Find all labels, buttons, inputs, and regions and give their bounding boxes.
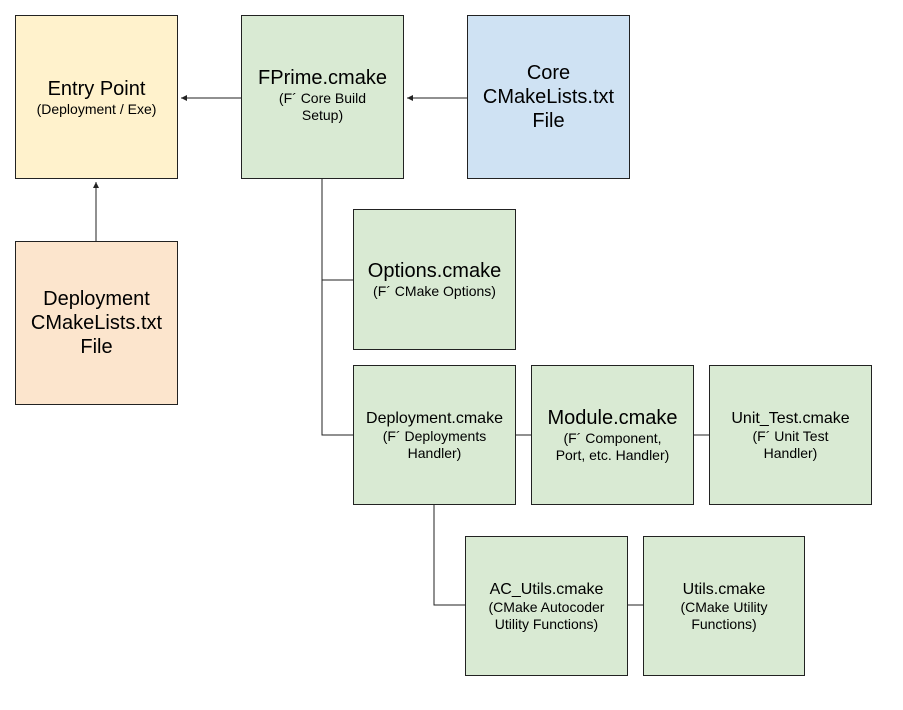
unit-test-cmake-subtitle: (F´ Unit Test Handler) [752, 427, 829, 461]
options-cmake-title: Options.cmake [367, 260, 502, 283]
deployment-cmake-box: Deployment.cmake (F´ Deployments Handler… [353, 365, 516, 505]
ac-utils-cmake-title: AC_Utils.cmake [489, 580, 604, 598]
utils-cmake-subtitle: (CMake Utility Functions) [680, 598, 768, 632]
fprime-cmake-title: FPrime.cmake [258, 67, 387, 89]
options-cmake-box: Options.cmake (F´ CMake Options) [353, 209, 516, 350]
line-deployment-to-acutils [433, 504, 465, 606]
entry-point-subtitle: (Deployment / Exe) [36, 100, 157, 117]
utils-cmake-box: Utils.cmake (CMake Utility Functions) [643, 536, 805, 676]
options-cmake-subtitle: (F´ CMake Options) [373, 283, 496, 300]
entry-point-box: Entry Point (Deployment / Exe) [15, 15, 178, 179]
module-cmake-title: Module.cmake [547, 407, 678, 430]
unit-test-cmake-title: Unit_Test.cmake [731, 409, 850, 427]
module-cmake-box: Module.cmake (F´ Component, Port, etc. H… [531, 365, 694, 505]
deployment-cmake-title: Deployment.cmake [366, 409, 503, 427]
ac-utils-cmake-subtitle: (CMake Autocoder Utility Functions) [488, 598, 605, 632]
deployment-cmakelists-box: Deployment CMakeLists.txt File [15, 241, 178, 405]
line-fprime-trunk [321, 178, 353, 436]
utils-cmake-title: Utils.cmake [682, 580, 766, 598]
ac-utils-cmake-box: AC_Utils.cmake (CMake Autocoder Utility … [465, 536, 628, 676]
fprime-cmake-box: FPrime.cmake (F´ Core Build Setup) [241, 15, 404, 179]
module-cmake-subtitle: (F´ Component, Port, etc. Handler) [555, 430, 670, 463]
deployment-cmake-subtitle: (F´ Deployments Handler) [382, 427, 487, 461]
entry-point-title: Entry Point [47, 77, 146, 100]
core-cmakelists-title: Core CMakeLists.txt File [482, 62, 615, 132]
core-cmakelists-box: Core CMakeLists.txt File [467, 15, 630, 179]
fprime-cmake-subtitle: (F´ Core Build Setup) [278, 90, 367, 123]
unit-test-cmake-box: Unit_Test.cmake (F´ Unit Test Handler) [709, 365, 872, 505]
deployment-cmakelists-title: Deployment CMakeLists.txt File [30, 288, 163, 358]
